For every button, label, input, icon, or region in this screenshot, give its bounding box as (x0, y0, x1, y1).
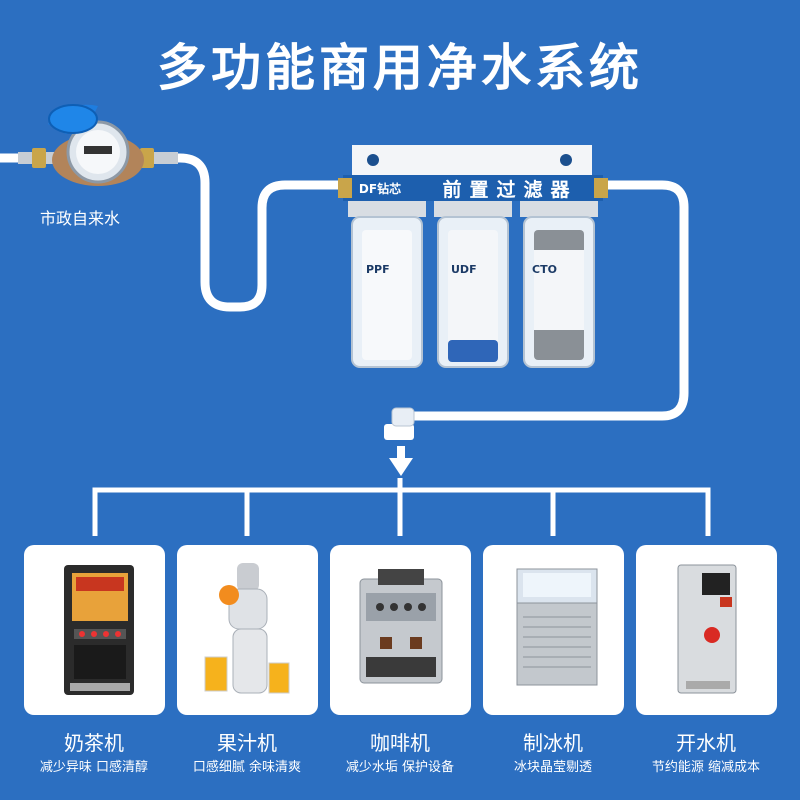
page-title: 多功能商用净水系统 (157, 39, 643, 97)
device-name-ice-maker: 制冰机 (523, 731, 583, 755)
device-card-milk-tea[interactable] (24, 545, 165, 715)
device-name-milk-tea: 奶茶机 (64, 731, 124, 755)
device-desc-juicer: 口感细腻 余味清爽 (192, 760, 302, 775)
water-meter-icon (18, 104, 178, 186)
device-card-ice-maker[interactable] (483, 545, 624, 715)
juicer-icon (204, 563, 290, 694)
filter-brand: DF钻芯 (358, 181, 402, 196)
device-name-juicer: 果汁机 (217, 731, 277, 755)
milk-tea-machine-icon (64, 565, 134, 695)
device-desc-boiler: 节约能源 缩减成本 (651, 760, 761, 775)
coffee-machine-icon (359, 569, 443, 684)
filter-name: 前置过滤器 (442, 178, 578, 201)
device-card-juicer[interactable] (177, 545, 318, 715)
water-boiler-icon (677, 564, 737, 694)
device-card-coffee[interactable] (330, 545, 471, 715)
cartridge-label-udf: UDF (451, 263, 477, 276)
device-desc-ice-maker: 冰块晶莹剔透 (513, 760, 592, 775)
device-name-boiler: 开水机 (676, 731, 736, 755)
filter-banner: DF钻芯 前置过滤器 (345, 175, 605, 201)
arrow-down-icon (389, 446, 413, 476)
device-name-coffee: 咖啡机 (370, 731, 430, 755)
cartridge-label-ppf: PPF (366, 263, 390, 276)
device-desc-milk-tea: 减少异味 口感清醇 (39, 760, 149, 775)
device-card-boiler[interactable] (636, 545, 777, 715)
water-source-label: 市政自来水 (39, 209, 120, 228)
pre-filter-icon (338, 145, 608, 368)
device-desc-coffee: 减少水垢 保护设备 (345, 760, 455, 775)
ice-maker-icon (516, 568, 598, 686)
cartridge-label-cto: CTO (532, 263, 557, 276)
